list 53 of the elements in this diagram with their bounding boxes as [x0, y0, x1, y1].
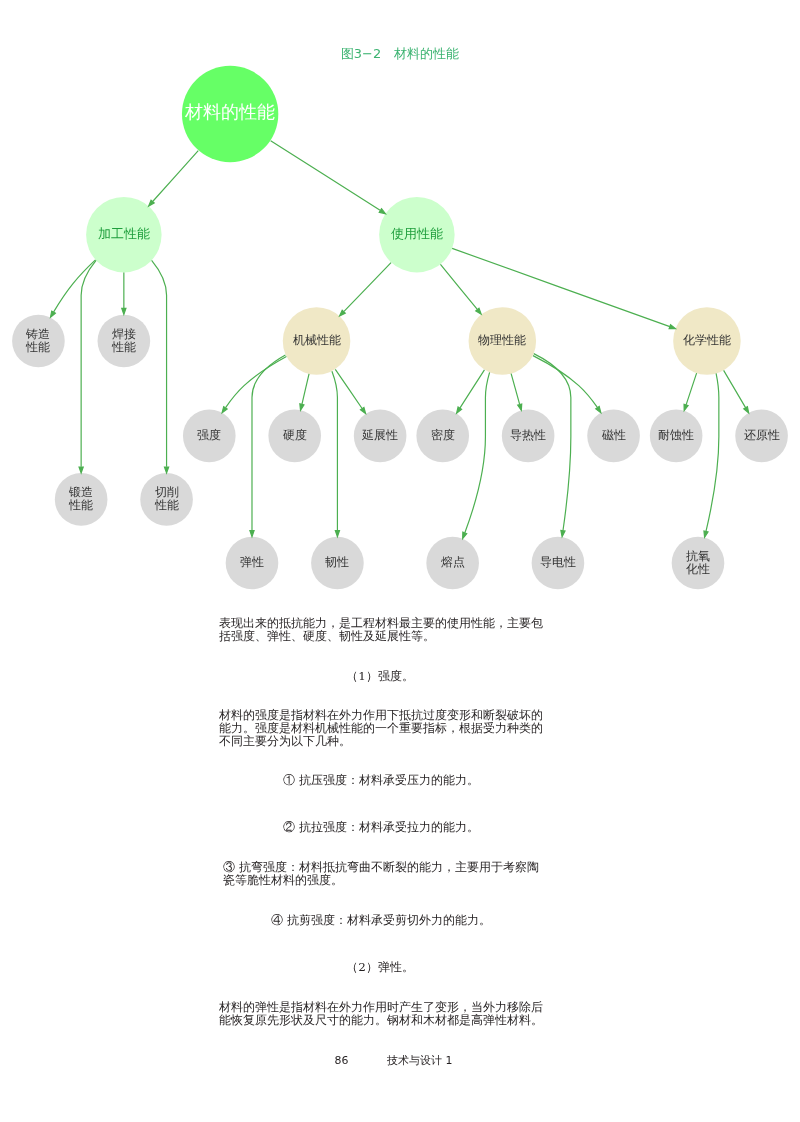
node-circle: 硬度	[268, 409, 322, 462]
arrow	[510, 372, 523, 412]
arrow	[439, 263, 483, 316]
arrow	[221, 355, 287, 414]
arrow	[462, 371, 491, 540]
node-circle: 抗氧化性	[671, 536, 725, 589]
arrow	[331, 370, 341, 538]
label: 表现出来的抵抗能力，是工程材料最主要的使用性能，主要包括强度、弹性、硬度、韧性及延展性等。	[218, 615, 543, 643]
node-circle: 切削性能	[140, 472, 193, 526]
node-circle: 材料的性能	[181, 65, 279, 162]
arrow	[120, 271, 127, 316]
node-circle: 耐蚀性	[649, 409, 703, 462]
node-circle: 弹性	[225, 536, 279, 589]
arrow	[338, 261, 392, 317]
arrow	[703, 372, 720, 539]
node-circle: 熔点	[426, 536, 479, 589]
arrow	[683, 372, 698, 412]
node-circle: 韧性	[311, 536, 364, 589]
arrow	[455, 368, 486, 415]
arrow	[334, 368, 367, 415]
arrow	[533, 352, 572, 538]
arrow	[49, 258, 97, 319]
arrow	[299, 372, 310, 412]
node-circle: 锻造性能	[54, 472, 108, 526]
arrow	[451, 247, 678, 329]
arrow	[532, 354, 602, 414]
label: 86	[334, 1053, 349, 1067]
node-circle: 还原性	[735, 409, 788, 462]
node-circle: 延展性	[353, 409, 407, 462]
label: （1）强度。	[346, 668, 414, 683]
node-circle: 密度	[416, 409, 470, 462]
arrow	[723, 369, 750, 414]
node-circle: 导热性	[501, 409, 555, 462]
node-circle: 磁性	[587, 409, 640, 462]
arrow	[78, 259, 97, 475]
label: ③ 抗弯强度：材料抵抗弯曲不断裂的能力，主要用于考察陶瓷等脆性材料的强度。	[223, 859, 539, 887]
node-circle: 焊接性能	[97, 314, 151, 367]
arrow	[270, 139, 387, 215]
node-circle: 化学性能	[673, 306, 741, 375]
node-circle: 导电性	[531, 536, 585, 589]
caption: 图3−2 材料的性能	[340, 45, 460, 61]
arrow	[151, 259, 170, 475]
arrow	[147, 149, 199, 207]
arrow	[249, 353, 286, 538]
label: （2）弹性。	[346, 959, 414, 974]
node-circle: 铸造性能	[12, 314, 65, 367]
label: ④ 抗剪强度：材料承受剪切外力的能力。	[270, 912, 491, 927]
label: ② 抗拉强度：材料承受拉力的能力。	[282, 819, 479, 834]
label: ① 抗压强度：材料承受压力的能力。	[282, 772, 479, 787]
label: 材料的强度是指材料在外力作用下抵抗过度变形和断裂破坏的能力。强度是材料机械性能的一个重要指标，根据受力种类的不同主要分为以下几种。	[218, 707, 543, 748]
label: 材料的弹性是指材料在外力作用时产生了变形，当外力移除后能恢复原先形状及尺寸的能力。钢材和木材都是高弹性材料。	[218, 999, 543, 1027]
node-circle: 强度	[182, 409, 236, 462]
label: 技术与设计 1	[387, 1053, 453, 1067]
